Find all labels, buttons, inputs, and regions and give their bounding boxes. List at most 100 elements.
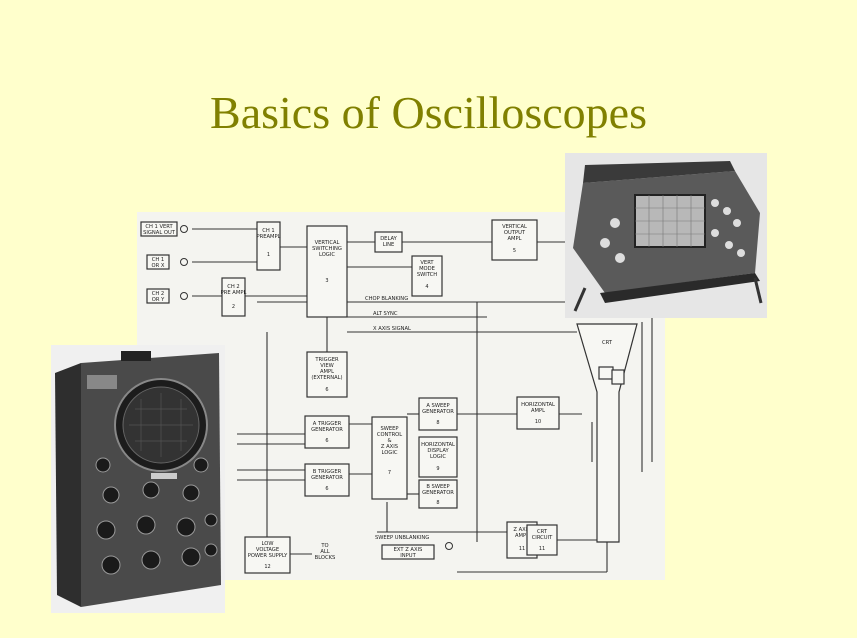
label-b-sweep-2: GENERATOR: [422, 490, 454, 496]
label-vertical-switching-3: LOGIC: [319, 252, 335, 258]
block-delay-line: DELAY LINE: [374, 231, 403, 253]
num-vert-mode-switch: 4: [425, 284, 428, 290]
num-z-axis-ampl: 11: [519, 546, 525, 552]
block-crt: CRT: [576, 323, 638, 543]
block-ch1-or-x: CH 1 OR X: [146, 254, 170, 270]
label-ch2-preampl-1: CH 2: [227, 284, 239, 290]
label-trigger-view-4: (EXTERNAL): [311, 375, 342, 381]
num-vertical-switching: 3: [325, 278, 328, 284]
label-vert-mode-switch-2: MODE: [419, 266, 435, 272]
label-ch1-preampl-1: CH 1: [262, 228, 274, 234]
label-vertical-output-2: OUTPUT: [504, 230, 526, 236]
block-ext-z-axis: EXT Z AXIS INPUT: [381, 544, 435, 560]
label-a-trigger-2: GENERATOR: [311, 427, 343, 433]
label-trigger-view-3: AMPL: [320, 369, 334, 375]
label-ch1-vert-out-1: CH 1 VERT: [145, 224, 173, 230]
label-horizontal-display-3: LOGIC: [430, 454, 446, 460]
label-z-axis-ampl-2: AMPL: [515, 533, 529, 539]
num-ch2-preampl: 2: [232, 304, 235, 310]
label-horizontal-display-2: DISPLAY: [427, 448, 449, 454]
label-low-voltage-2: VOLTAGE: [256, 547, 279, 553]
block-horizontal-display: HORIZONTAL DISPLAY LOGIC 9: [418, 436, 458, 478]
label-ext-z-axis-1: EXT Z AXIS: [394, 547, 423, 553]
label-sweep-control-5: LOGIC: [382, 450, 398, 456]
block-crt-circuit: CRT CIRCUIT 11: [526, 524, 558, 556]
diagram-wires: [192, 228, 653, 573]
block-horizontal-ampl: HORIZONTAL AMPL 10: [516, 396, 560, 430]
label-trigger-view-2: VIEW: [320, 363, 334, 369]
label-vertical-output-1: VERTICAL: [502, 224, 527, 230]
label-ch2-or-y-2: OR Y: [152, 297, 165, 303]
vintage-oscilloscope-photo: [51, 345, 225, 613]
label-b-trigger-2: GENERATOR: [311, 475, 343, 481]
label-vert-mode-switch-3: SWITCH: [417, 272, 437, 278]
num-sweep-control: 7: [388, 470, 391, 476]
label-low-voltage-1: LOW: [262, 541, 274, 547]
vintage-oscilloscope-photo-icon: [51, 345, 225, 613]
label-sweep-control-4: Z AXIS: [381, 444, 398, 450]
input-jacks: [180, 225, 453, 550]
label-vert-mode-switch-1: VERT: [420, 260, 434, 266]
label-ch1-or-x-1: CH 1: [152, 257, 164, 263]
label-chop-blanking: CHOP BLANKING: [365, 296, 408, 302]
label-sweep-control-2: CONTROL: [377, 432, 402, 438]
block-vert-mode-switch: VERT MODE SWITCH 4: [411, 255, 443, 297]
num-trigger-view: 6: [325, 387, 328, 393]
label-ch1-preampl-2: PREAMPL: [256, 234, 280, 240]
block-trigger-view: TRIGGER VIEW AMPL (EXTERNAL) 6: [306, 351, 348, 398]
label-to-all-blocks: TO ALL BLOCKS: [290, 543, 335, 561]
label-a-sweep-1: A SWEEP: [426, 403, 449, 409]
label-x-axis-signal: X AXIS SIGNAL: [373, 326, 411, 332]
label-trigger-view-1: TRIGGER: [314, 357, 339, 363]
label-horizontal-ampl-1: HORIZONTAL: [521, 402, 555, 408]
label-alt-sync: ALT SYNC: [373, 311, 398, 317]
label-ext-z-axis-2: INPUT: [400, 553, 416, 559]
block-diagram-svg: CH 1 VERT SIGNAL OUT CH 1 OR X CH 2 OR Y…: [140, 219, 653, 574]
num-b-sweep: 8: [436, 500, 439, 506]
num-horizontal-ampl: 10: [535, 419, 541, 425]
slide-title: Basics of Oscilloscopes: [210, 87, 647, 138]
block-sweep-control: SWEEP CONTROL & Z AXIS LOGIC 7: [371, 416, 408, 500]
block-vertical-output: VERTICAL OUTPUT AMPL 5: [491, 219, 538, 261]
num-a-trigger: 6: [325, 438, 328, 444]
label-to-all-blocks-1: TO: [320, 543, 328, 549]
label-delay-line-1: DELAY: [380, 236, 397, 242]
label-crt: CRT: [602, 340, 613, 346]
label-delay-line-2: LINE: [383, 242, 395, 248]
num-b-trigger: 6: [325, 486, 328, 492]
block-ch1-vert-out: CH 1 VERT SIGNAL OUT: [140, 221, 178, 237]
label-sweep-control-3: &: [387, 438, 391, 444]
label-low-voltage-3: POWER SUPPLY: [248, 553, 288, 559]
label-sweep-unblanking: SWEEP UNBLANKING: [375, 535, 429, 541]
block-a-sweep: A SWEEP GENERATOR 8: [418, 397, 458, 431]
label-a-sweep-2: GENERATOR: [422, 409, 454, 415]
num-vertical-output: 5: [513, 248, 516, 254]
block-ch2-or-y: CH 2 OR Y: [146, 288, 170, 304]
label-ch1-or-x-2: OR X: [152, 263, 165, 269]
label-crt-circuit-2: CIRCUIT: [532, 535, 553, 541]
block-a-trigger: A TRIGGER GENERATOR 6: [304, 415, 350, 449]
num-crt-circuit: 11: [539, 546, 545, 552]
label-ch1-vert-out-2: SIGNAL OUT: [143, 230, 176, 236]
label-sweep-control-1: SWEEP: [380, 426, 398, 432]
label-vertical-output-3: AMPL: [507, 236, 521, 242]
block-low-voltage: LOW VOLTAGE POWER SUPPLY 12: [244, 536, 291, 574]
num-horizontal-display: 9: [436, 466, 439, 472]
label-to-all-blocks-3: BLOCKS: [315, 555, 336, 561]
label-ch2-or-y-1: CH 2: [152, 291, 164, 297]
num-low-voltage: 12: [264, 564, 270, 570]
label-a-trigger-1: A TRIGGER: [313, 421, 342, 427]
oscilloscope-photo-icon: [565, 153, 767, 318]
block-vertical-switching: VERTICAL SWITCHING LOGIC 3: [306, 225, 348, 318]
label-b-sweep-1: B SWEEP: [426, 484, 449, 490]
block-b-trigger: B TRIGGER GENERATOR 6: [304, 463, 350, 497]
label-to-all-blocks-2: ALL: [320, 549, 329, 555]
label-horizontal-display-1: HORIZONTAL: [421, 442, 455, 448]
label-horizontal-ampl-2: AMPL: [531, 408, 545, 414]
label-b-trigger-1: B TRIGGER: [313, 469, 342, 475]
label-vertical-switching-1: VERTICAL: [315, 240, 340, 246]
block-b-sweep: B SWEEP GENERATOR 8: [418, 479, 458, 509]
block-ch1-preampl: CH 1 PREAMPL 1: [256, 221, 281, 271]
block-ch2-preampl: CH 2 PRE AMPL 2: [221, 277, 246, 317]
